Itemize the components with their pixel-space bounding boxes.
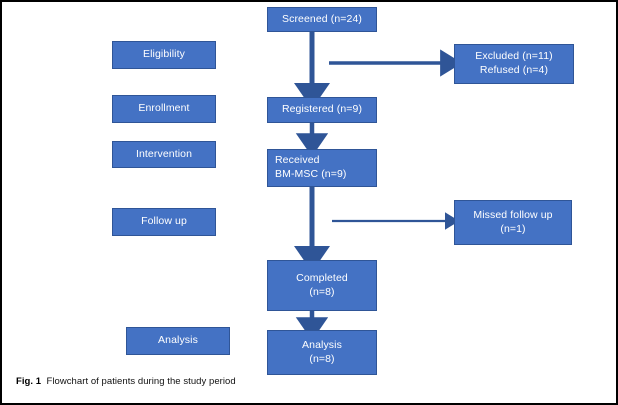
node-registered: Registered (n=9) [267, 97, 377, 123]
figure-caption-text: Flowchart of patients during the study p… [46, 376, 236, 387]
node-excluded-refused: Excluded (n=11) Refused (n=4) [454, 44, 574, 84]
stage-label-intervention: Intervention [112, 141, 216, 168]
node-analysis: Analysis (n=8) [267, 330, 377, 375]
node-registered-text: Registered (n=9) [281, 103, 363, 116]
node-missed-follow-up: Missed follow up (n=1) [454, 200, 572, 245]
node-missed-follow-up-line1: Missed follow up [473, 208, 553, 221]
node-screened-text: Screened (n=24) [281, 12, 362, 25]
node-analysis-line2: (n=8) [309, 352, 335, 365]
node-analysis-line1: Analysis [302, 338, 342, 351]
stage-label-follow-up-text: Follow up [141, 215, 187, 228]
node-missed-follow-up-line2: (n=1) [500, 222, 526, 235]
node-received-line2: BM-MSC (n=9) [275, 168, 347, 180]
node-completed-line2: (n=8) [309, 285, 335, 298]
node-screened: Screened (n=24) [267, 7, 377, 32]
stage-label-enrollment-text: Enrollment [138, 102, 190, 115]
stage-label-enrollment: Enrollment [112, 95, 216, 123]
stage-label-eligibility-text: Eligibility [143, 48, 185, 61]
stage-label-analysis-text: Analysis [158, 334, 198, 347]
figure-caption: Fig. 1 Flowchart of patients during the … [16, 376, 236, 387]
stage-label-eligibility: Eligibility [112, 41, 216, 69]
stage-label-analysis: Analysis [126, 327, 230, 355]
stage-label-follow-up: Follow up [112, 208, 216, 236]
stage-label-intervention-text: Intervention [135, 147, 193, 160]
figure-caption-label: Fig. 1 [16, 376, 42, 387]
node-completed-line1: Completed [296, 271, 348, 284]
node-excluded-line2: Refused (n=4) [479, 64, 549, 76]
node-completed: Completed (n=8) [267, 260, 377, 311]
node-excluded-line1: Excluded (n=11) [475, 50, 553, 63]
node-received-line1: Received [275, 154, 320, 167]
node-received-bm-msc: Received BM-MSC (n=9) [267, 149, 377, 187]
